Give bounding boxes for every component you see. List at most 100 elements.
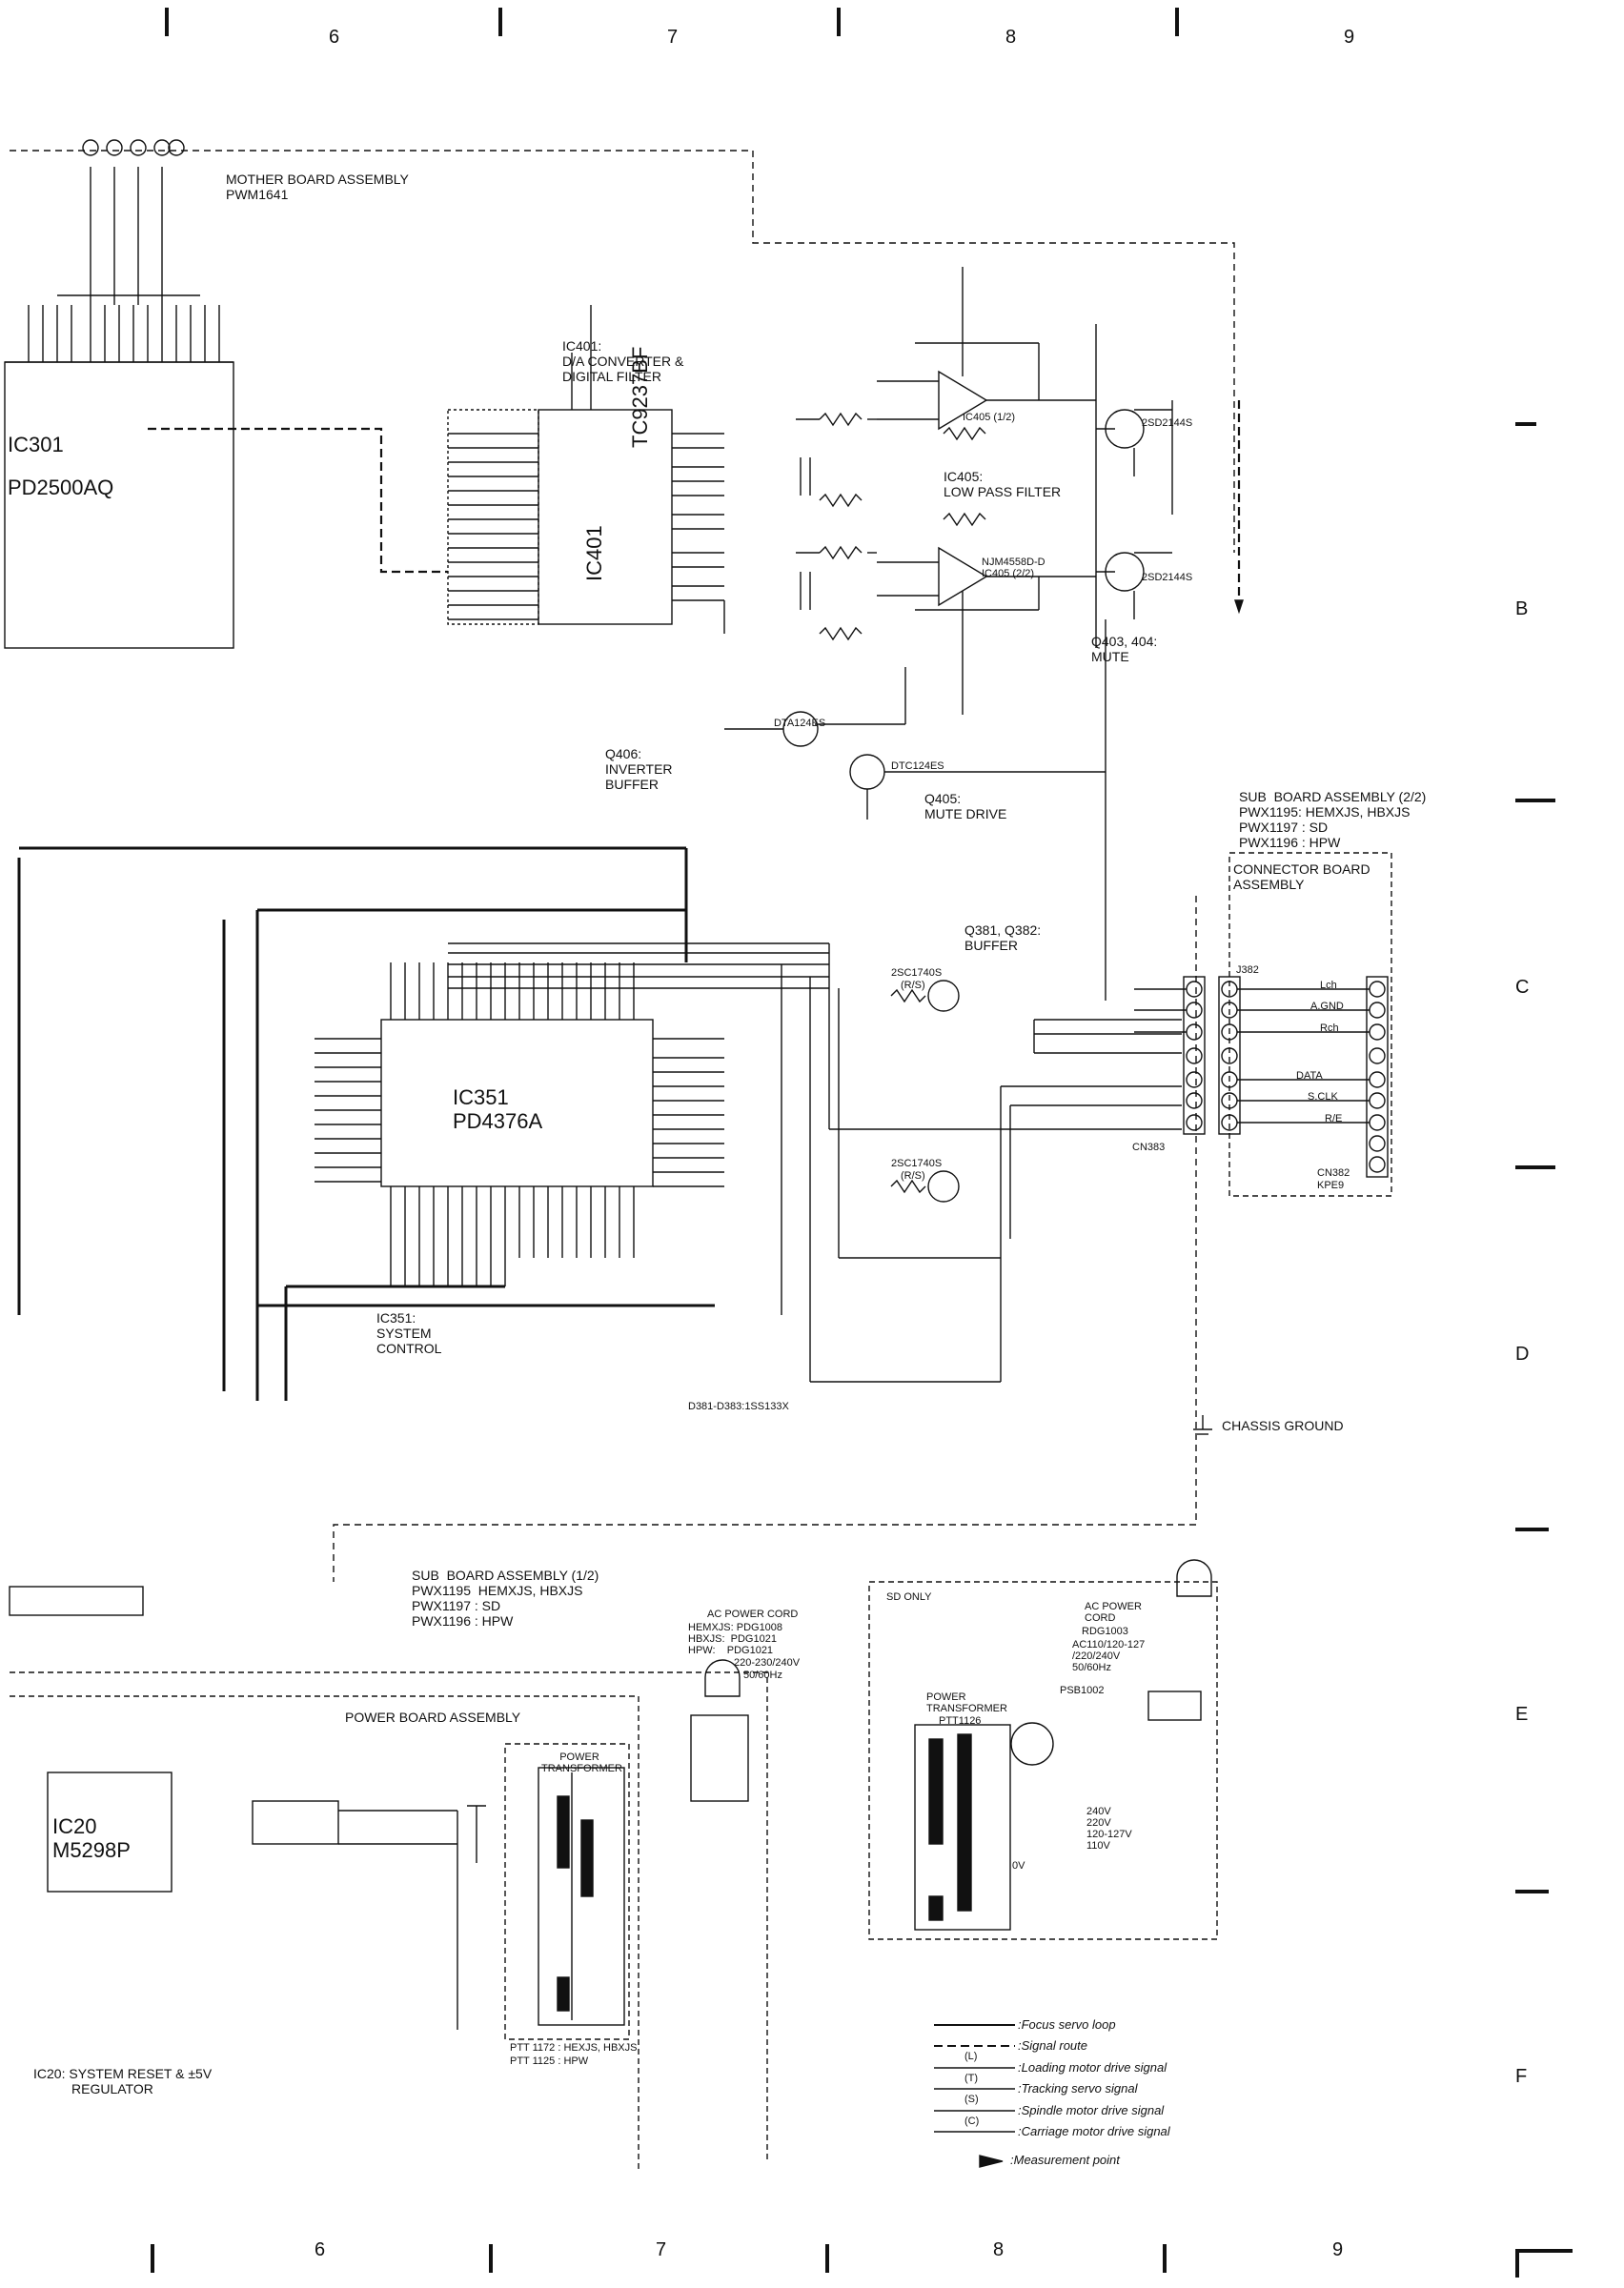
grid-col-6-bottom: 6: [315, 2239, 326, 2260]
control-busses: [17, 846, 715, 1401]
mother-board-title: MOTHER BOARD ASSEMBLY: [226, 172, 409, 187]
connector-board-title2: ASSEMBLY: [1233, 877, 1305, 892]
buffer-lines: [448, 942, 1182, 1383]
legend-code-l: (L): [964, 2051, 978, 2062]
sd-transformer-part: PTT1126: [939, 1715, 982, 1727]
power-transformer-parts1: PTT 1172 : HEXJS, HBXJS: [510, 2042, 638, 2054]
ic405-half1: IC405 (1/2): [963, 412, 1016, 423]
ic405-half2: IC405 (2/2): [982, 568, 1035, 579]
ac-cord-rating1: 220-230/240V: [734, 1657, 801, 1669]
grid-col-8-top: 8: [1005, 27, 1017, 48]
power-transformer-parts2: PTT 1125 : HPW: [510, 2055, 589, 2067]
legend-code-t: (T): [964, 2073, 979, 2084]
legend-swatches: [934, 2024, 1015, 2168]
signal-rch: Rch: [1320, 1023, 1339, 1034]
sub-board-1-title: SUB BOARD ASSEMBLY (1/2): [412, 1568, 599, 1583]
route-arrow: [1234, 599, 1244, 615]
sd-cord-rating1: AC110/120-127: [1072, 1639, 1146, 1650]
diodes-note: D381-D383:1SS133X: [688, 1401, 789, 1412]
ic401-outline: [447, 409, 673, 625]
ac-cord-line1: HEMXJS: PDG1008: [688, 1622, 783, 1633]
legend-loading-motor: :Loading motor drive signal: [1018, 2060, 1167, 2075]
q403-part: 2SD2144S: [1142, 572, 1193, 583]
signal-re: R/E: [1325, 1113, 1343, 1124]
q381-part: 2SC1740S: [891, 967, 943, 979]
grid-ticks: [151, 8, 1573, 2278]
legend-measurement-point: :Measurement point: [1010, 2153, 1120, 2167]
top-connector-pins: [82, 139, 185, 156]
q406-desc2: BUFFER: [605, 777, 659, 792]
lpf-components: [796, 324, 1097, 648]
legend-tracking-servo: :Tracking servo signal: [1018, 2081, 1138, 2096]
mother-board-part: PWM1641: [226, 187, 289, 202]
ic351-top-pins: [390, 962, 635, 1020]
ic405-title: IC405:: [944, 469, 984, 484]
grid-col-9-top: 9: [1344, 27, 1355, 48]
ic351-caption3: CONTROL: [376, 1341, 442, 1356]
grid-row-d: D: [1515, 1344, 1530, 1365]
connector-pins: [1134, 976, 1389, 1178]
ac-cord-rating2: 50/60Hz: [743, 1670, 782, 1681]
ic351-ref: IC351: [453, 1085, 509, 1109]
chassis-ground-symbol: [1193, 1415, 1212, 1435]
ic405-opamp: NJM4558D-D: [982, 557, 1045, 568]
sd-v1: 240V: [1086, 1806, 1111, 1817]
sd-cord-title: AC POWER CORD: [1085, 1601, 1142, 1624]
legend-focus-servo: :Focus servo loop: [1018, 2017, 1116, 2032]
sd-v4: 110V: [1086, 1840, 1110, 1852]
legend-signal-route: :Signal route: [1018, 2038, 1087, 2053]
rectifier-diodes: [252, 1800, 486, 2030]
legend-code-s: (S): [964, 2094, 979, 2105]
grid-row-c: C: [1515, 977, 1530, 998]
q403-title: Q403, 404:: [1091, 634, 1158, 649]
grid-row-f: F: [1515, 2066, 1528, 2087]
sub-board-2-line3: PWX1196 : HPW: [1239, 835, 1341, 850]
sd-cord-rating2: /220/240V: [1072, 1650, 1121, 1662]
ic351-bottom-pins: [390, 1186, 635, 1286]
signal-sclk: S.CLK: [1308, 1091, 1338, 1103]
sd-v0: 0V: [1012, 1860, 1025, 1872]
power-transformer-sd: [914, 1724, 1011, 1931]
ic405-opamps: [877, 267, 1096, 715]
ac-plugs: [690, 1559, 1212, 1802]
sd-v3: 120-127V: [1086, 1829, 1132, 1840]
ic351-part: PD4376A: [453, 1109, 543, 1133]
q403-desc: MUTE: [1091, 649, 1129, 664]
sub-board-1-line2: PWX1197 : SD: [412, 1598, 501, 1613]
ic401-title: IC401:: [562, 338, 602, 354]
q381-title: Q381, Q382:: [964, 922, 1042, 938]
q405-title: Q405:: [924, 791, 962, 806]
q405-desc: MUTE DRIVE: [924, 806, 1007, 821]
ic401-desc1: D/A CONVERTER &: [562, 354, 684, 369]
ic20-caption1: IC20: SYSTEM RESET & ±5V: [33, 2066, 213, 2081]
power-board-outline: [10, 1581, 1218, 2173]
ic20-outline: [9, 1586, 173, 1893]
connector-board-title1: CONNECTOR BOARD: [1233, 861, 1370, 877]
sub-board-1-line1: PWX1195 HEMXJS, HBXJS: [412, 1583, 583, 1598]
q382-part: 2SC1740S: [891, 1158, 943, 1169]
mother-board-outline: [10, 150, 1235, 1582]
ic351-pins: [315, 1038, 724, 1187]
ic301-outline: [4, 361, 234, 649]
ac-cord-title: AC POWER CORD: [707, 1609, 799, 1620]
ic401-ref: IC401: [582, 525, 606, 581]
buffer-transistors: [890, 980, 960, 1203]
sd-switch-part: PSB1002: [1060, 1685, 1105, 1696]
sub-board-2-line2: PWX1197 : SD: [1239, 820, 1329, 835]
connector-cn382: CN382: [1317, 1167, 1350, 1179]
connector-jack: J382: [1236, 964, 1259, 976]
legend-carriage-motor: :Carriage motor drive signal: [1018, 2124, 1170, 2138]
grid-row-e: E: [1515, 1704, 1529, 1725]
q381-desc: BUFFER: [964, 938, 1018, 953]
sub-board-2-title: SUB BOARD ASSEMBLY (2/2): [1239, 789, 1427, 804]
grid-col-9-bottom: 9: [1332, 2239, 1344, 2260]
grid-row-b: B: [1515, 598, 1529, 619]
sd-v2: 220V: [1086, 1817, 1111, 1829]
ic301-part: PD2500AQ: [8, 476, 114, 499]
legend-code-c: (C): [964, 2116, 980, 2127]
ic401-desc2: DIGITAL FILTER: [562, 369, 661, 384]
chassis-ground-label: CHASSIS GROUND: [1222, 1418, 1344, 1433]
ic405-desc: LOW PASS FILTER: [944, 484, 1062, 499]
ic351-caption1: IC351:: [376, 1310, 416, 1326]
